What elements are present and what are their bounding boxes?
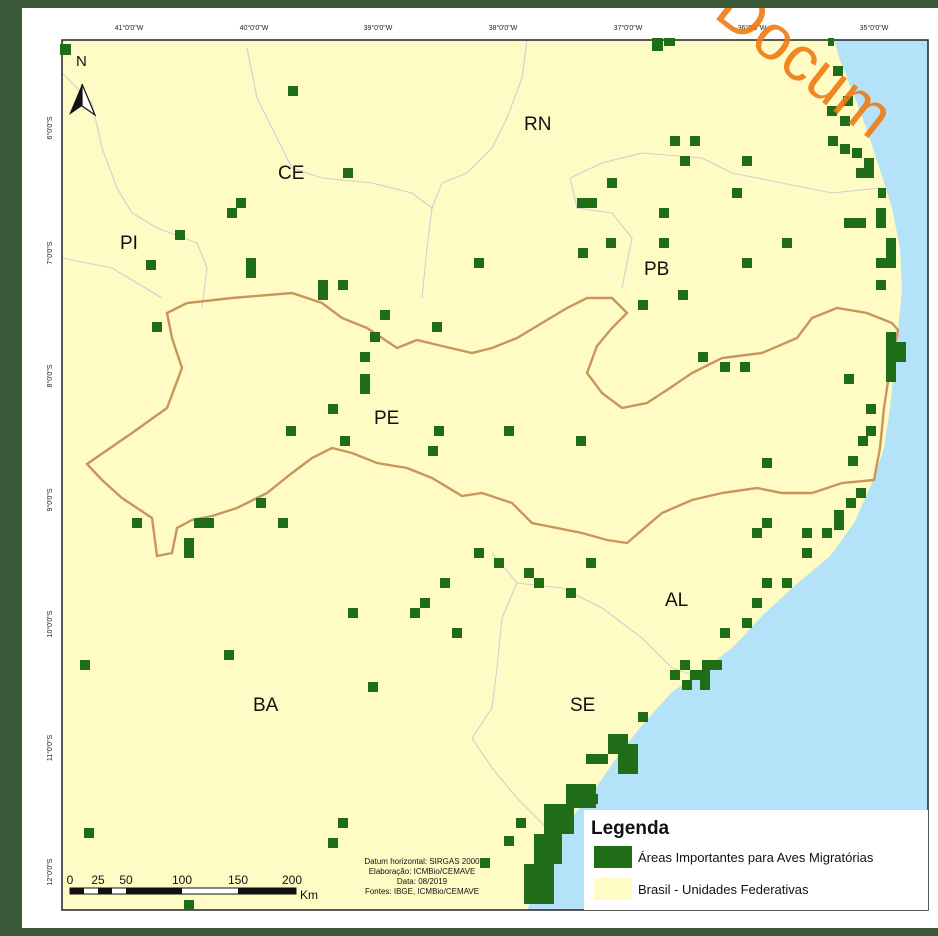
state-label-al: AL	[665, 590, 688, 611]
lat-tick: 10°0'0"S	[46, 610, 54, 637]
lon-tick: 37°0'0"W	[614, 24, 643, 32]
map-frame: 41°0'0"W 40°0'0"W 39°0'0"W 38°0'0"W 37°0…	[22, 8, 938, 928]
legend-title: Legenda	[591, 818, 670, 839]
credits: Datum horizontal: SIRGAS 2000 Elaboração…	[364, 857, 480, 896]
lat-tick: 7°0'0"S	[46, 241, 54, 264]
lat-tick: 12°0'0"S	[46, 858, 54, 885]
scale-unit: Km	[300, 888, 318, 902]
state-label-pi: PI	[120, 233, 138, 254]
scale-tick: 25	[91, 873, 105, 887]
scale-tick: 0	[67, 873, 74, 887]
lon-tick: 35°0'0"W	[860, 24, 889, 32]
longitude-ticks: 41°0'0"W 40°0'0"W 39°0'0"W 38°0'0"W 37°0…	[115, 24, 889, 32]
lon-tick: 38°0'0"W	[489, 24, 518, 32]
scale-tick: 200	[282, 873, 302, 887]
legend-swatch-states	[594, 878, 632, 900]
lon-tick: 41°0'0"W	[115, 24, 144, 32]
lat-tick: 11°0'0"S	[46, 734, 54, 761]
legend-swatch-areas	[594, 846, 632, 868]
state-label-ce: CE	[278, 163, 304, 184]
pe-border	[85, 291, 900, 558]
state-borders	[61, 39, 881, 849]
scale-tick: 100	[172, 873, 192, 887]
map-border	[61, 39, 929, 911]
north-arrow-icon: N	[69, 53, 97, 117]
lat-tick: 8°0'0"S	[46, 364, 54, 387]
legend-label-states: Brasil - Unidades Federativas	[638, 882, 809, 897]
scale-bar: 0 25 50 100 150 200 Km	[67, 873, 318, 902]
lon-tick: 39°0'0"W	[364, 24, 393, 32]
latitude-ticks: 6°0'0"S 7°0'0"S 8°0'0"S 9°0'0"S 10°0'0"S…	[46, 116, 54, 885]
state-label-ba: BA	[253, 695, 279, 716]
credit-line: Datum horizontal: SIRGAS 2000	[364, 857, 480, 866]
legend: Legenda Áreas Importantes para Aves Migr…	[584, 810, 928, 910]
scale-tick: 50	[119, 873, 133, 887]
north-label: N	[76, 53, 87, 70]
legend-label-areas: Áreas Importantes para Aves Migratórias	[638, 850, 874, 865]
state-label-pe: PE	[374, 408, 399, 429]
lon-tick: 40°0'0"W	[240, 24, 269, 32]
credit-line: Fontes: IBGE, ICMBio/CEMAVE	[365, 887, 479, 896]
lat-tick: 9°0'0"S	[46, 488, 54, 511]
state-label-se: SE	[570, 695, 595, 716]
ocean	[527, 40, 928, 910]
state-label-pb: PB	[644, 259, 669, 280]
important-area-markers	[60, 38, 906, 910]
map-canvas: 41°0'0"W 40°0'0"W 39°0'0"W 38°0'0"W 37°0…	[46, 8, 929, 911]
scale-tick: 150	[228, 873, 248, 887]
lat-tick: 6°0'0"S	[46, 116, 54, 139]
credit-line: Elaboração: ICMBio/CEMAVE	[369, 867, 476, 876]
lon-tick: 36°0'0"W	[738, 24, 767, 32]
state-label-rn: RN	[524, 114, 551, 135]
credit-line: Data: 08/2019	[397, 877, 448, 886]
